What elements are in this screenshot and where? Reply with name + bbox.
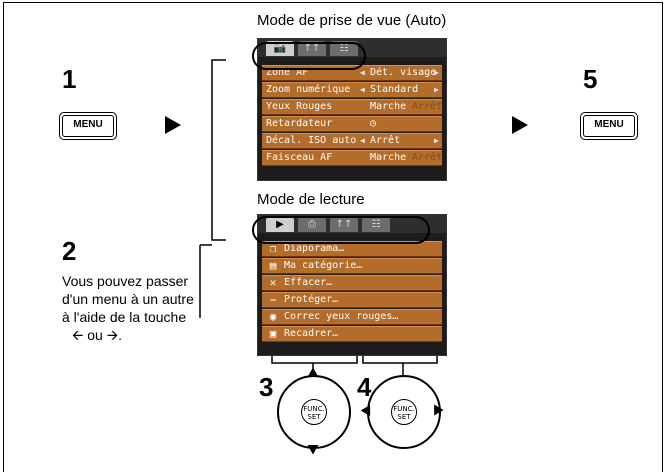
shooting-mode-heading: Mode de prise de vue (Auto): [257, 12, 447, 29]
figure-frame: [3, 2, 663, 472]
play-tab-icon[interactable]: ▶: [266, 217, 294, 232]
shooting-tabs-highlight: [252, 42, 366, 70]
menu-item-red-eye-correction[interactable]: ◉ Correc yeux rouges…: [262, 309, 442, 325]
down-arrow-icon: ⯆: [305, 440, 321, 462]
item-label: Effacer…: [284, 277, 333, 288]
item-label: Recadrer…: [284, 328, 339, 339]
protect-key-icon: ⎯: [270, 293, 276, 306]
row-value-off: Arrêt: [412, 152, 443, 163]
playback-mode-heading: Mode de lecture: [257, 191, 365, 208]
menu-button-icon: MENU: [59, 112, 117, 140]
tools-tab-icon[interactable]: ↑↑: [330, 217, 358, 232]
step-2-or: ou: [87, 327, 103, 343]
step-2-line-3: à l'aide de la touche: [62, 309, 187, 325]
row-label: Yeux Rouges: [266, 101, 333, 112]
step-5-number: 5: [583, 64, 598, 94]
print-tab-icon[interactable]: ⎙: [298, 217, 326, 232]
menu-row-af-assist-beam[interactable]: Faisceau AF Marche Arrêt: [262, 150, 442, 166]
playback-tabs-highlight: [252, 216, 430, 244]
row-value: Dét. visage: [370, 67, 437, 78]
step-3-number: 3: [259, 372, 274, 402]
up-arrow-icon: ⯅: [305, 363, 321, 385]
category-icon: ▤: [269, 259, 277, 272]
camera-tab-icon[interactable]: 📷: [266, 41, 294, 56]
row-value-off: Arrêt: [412, 101, 443, 112]
arrow-right-icon: ▶: [434, 136, 439, 145]
step-2-line-1: Vous pouvez passer: [62, 273, 189, 289]
step-2-description: Vous pouvez passer d'un menu à un autre …: [62, 272, 194, 344]
my-settings-tab-icon[interactable]: ☷: [330, 41, 358, 56]
red-eye-icon: ◉: [269, 310, 277, 323]
playback-menu-screen: ▶ ⎙ ↑↑ ☷ ❐ Diaporama… ▤ Ma catégorie… ✕ …: [257, 214, 447, 356]
my-settings-tab-icon[interactable]: ☷: [362, 217, 390, 232]
item-label: Ma catégorie…: [284, 260, 363, 271]
row-label: Zone AF: [266, 67, 309, 78]
menu-item-slideshow[interactable]: ❐ Diaporama…: [262, 241, 442, 257]
right-arrow-key-icon: 🡪: [106, 327, 119, 343]
menu-row-self-timer[interactable]: Retardateur ◷: [262, 116, 442, 132]
row-value-on: Marche: [370, 152, 407, 163]
menu-item-trim[interactable]: ▣ Recadrer…: [262, 326, 442, 342]
arrow-right-icon: ▶: [434, 68, 439, 77]
erase-icon: ✕: [269, 276, 277, 289]
row-value: Standard: [370, 84, 419, 95]
menu-row-auto-iso-shift[interactable]: Décal. ISO auto ◀ Arrêt ▶: [262, 133, 442, 149]
right-arrow-icon: ⯈: [430, 401, 446, 423]
step-2-period: .: [118, 327, 122, 343]
item-label: Diaporama…: [284, 243, 345, 254]
control-dial-up-down-icon: FUNC. SET: [277, 375, 351, 449]
menu-item-protect[interactable]: ⎯ Protéger…: [262, 292, 442, 308]
func-set-button-label: FUNC. SET: [301, 399, 327, 425]
trim-icon: ▣: [269, 327, 277, 340]
row-label: Décal. ISO auto: [266, 135, 357, 146]
step-2-number: 2: [62, 236, 77, 266]
row-label: Zoom numérique: [266, 84, 351, 95]
row-value-on: Marche: [370, 101, 407, 112]
menu-item-erase[interactable]: ✕ Effacer…: [262, 275, 442, 291]
menu-item-my-category[interactable]: ▤ Ma catégorie…: [262, 258, 442, 274]
slideshow-icon: ❐: [269, 242, 277, 255]
step-1-number: 1: [62, 64, 77, 94]
arrow-right-icon: [165, 116, 181, 134]
menu-button-icon: MENU: [580, 112, 638, 140]
left-arrow-icon: ⯇: [358, 401, 374, 423]
step-4-number: 4: [357, 372, 372, 402]
control-dial-left-right-icon: FUNC. SET: [367, 375, 441, 449]
arrow-right-icon: ▶: [434, 85, 439, 94]
item-label: Protéger…: [284, 294, 339, 305]
row-label: Faisceau AF: [266, 152, 333, 163]
self-timer-icon: ◷: [370, 118, 377, 129]
func-set-button-label: FUNC. SET: [391, 399, 417, 425]
arrow-left-icon: ◀: [360, 85, 365, 94]
arrow-left-icon: ◀: [360, 68, 365, 77]
menu-row-digital-zoom[interactable]: Zoom numérique ◀ Standard ▶: [262, 82, 442, 98]
item-label: Correc yeux rouges…: [284, 311, 399, 322]
playback-menu-tabbar: ▶ ⎙ ↑↑ ☷: [258, 215, 446, 233]
arrow-right-icon: [512, 116, 528, 134]
step-2-line-4: 🡨 ou 🡪.: [62, 326, 194, 344]
step-2-line-2: d'un menu à un autre: [62, 291, 194, 307]
tools-tab-icon[interactable]: ↑↑: [298, 41, 326, 56]
row-value: Arrêt: [370, 135, 401, 146]
left-arrow-key-icon: 🡨: [72, 327, 84, 343]
arrow-left-icon: ◀: [360, 136, 365, 145]
menu-row-red-eye[interactable]: Yeux Rouges Marche Arrêt: [262, 99, 442, 115]
row-label: Retardateur: [266, 118, 333, 129]
